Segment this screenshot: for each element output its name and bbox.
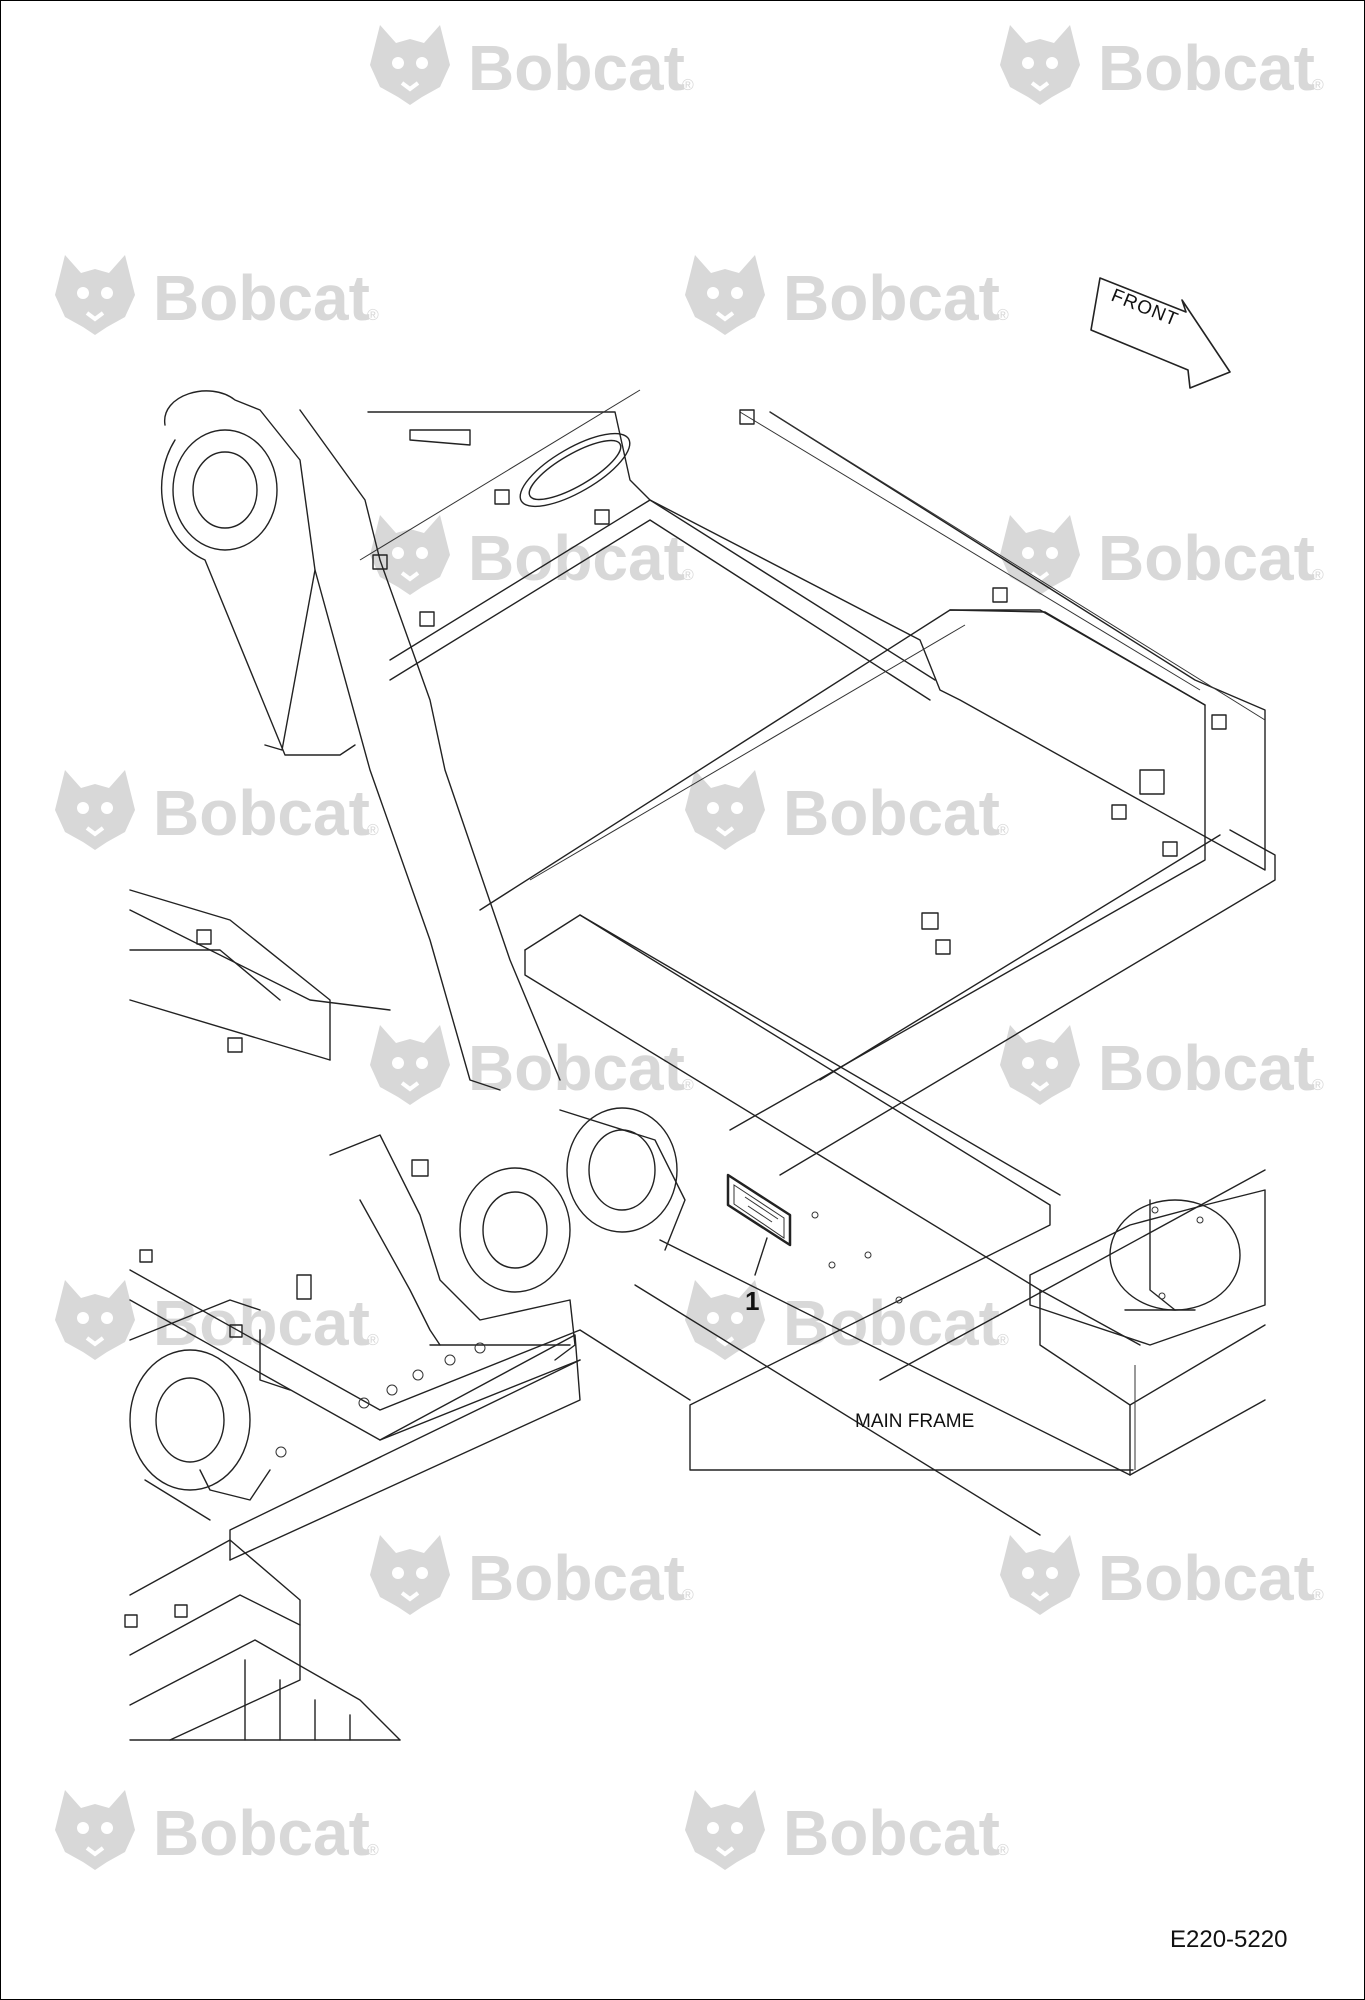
- main-frame-drawing: [124, 277, 1276, 1741]
- bobcat-watermark: Bobcat®: [683, 1788, 1009, 1872]
- watermark-brand: Bobcat: [153, 262, 370, 334]
- bobcat-head-icon: [53, 768, 137, 852]
- watermark-brand: Bobcat: [153, 1287, 370, 1359]
- watermark-brand: Bobcat: [153, 777, 370, 849]
- watermark-brand: Bobcat: [783, 1797, 1000, 1869]
- bobcat-head-icon: [53, 1278, 137, 1362]
- watermark-reg-mark: ®: [682, 77, 694, 94]
- watermark-reg-mark: ®: [367, 822, 379, 839]
- bobcat-head-icon: [368, 1023, 452, 1107]
- watermark-reg-mark: ®: [682, 1587, 694, 1604]
- watermark-brand: Bobcat: [1098, 1542, 1315, 1614]
- bobcat-watermark: Bobcat®: [998, 23, 1324, 107]
- bobcat-watermark: Bobcat®: [368, 1533, 694, 1617]
- watermark-brand: Bobcat: [468, 522, 685, 594]
- bobcat-watermark: Bobcat®: [683, 1278, 1009, 1362]
- watermark-reg-mark: ®: [367, 1332, 379, 1349]
- watermark-reg-mark: ®: [682, 1077, 694, 1094]
- watermark-reg-mark: ®: [367, 307, 379, 324]
- watermark-brand: Bobcat: [1098, 522, 1315, 594]
- bobcat-head-icon: [53, 253, 137, 337]
- callout-number: 1: [745, 1286, 759, 1316]
- bobcat-head-icon: [368, 23, 452, 107]
- watermark-reg-mark: ®: [997, 822, 1009, 839]
- bobcat-head-icon: [53, 1788, 137, 1872]
- bobcat-head-icon: [368, 1533, 452, 1617]
- watermark-brand: Bobcat: [783, 1287, 1000, 1359]
- bobcat-watermark: Bobcat®: [998, 1533, 1324, 1617]
- watermark-brand: Bobcat: [468, 1032, 685, 1104]
- bobcat-watermark: Bobcat®: [998, 513, 1324, 597]
- watermark-reg-mark: ®: [1312, 1587, 1324, 1604]
- component-label: MAIN FRAME: [855, 1411, 974, 1432]
- watermark-reg-mark: ®: [682, 567, 694, 584]
- bobcat-watermark: Bobcat®: [368, 513, 694, 597]
- bobcat-head-icon: [683, 253, 767, 337]
- figure-code: E220-5220: [1170, 1926, 1287, 1953]
- watermark-brand: Bobcat: [783, 262, 1000, 334]
- watermark-brand: Bobcat: [468, 1542, 685, 1614]
- watermark-brand: Bobcat: [1098, 1032, 1315, 1104]
- bobcat-watermark: Bobcat®: [53, 1278, 379, 1362]
- watermark-brand: Bobcat: [1098, 32, 1315, 104]
- bobcat-watermark: Bobcat®: [683, 768, 1009, 852]
- watermark-layer: Bobcat®Bobcat®Bobcat®Bobcat®Bobcat®Bobca…: [53, 23, 1324, 1872]
- bobcat-watermark: Bobcat®: [368, 1023, 694, 1107]
- bobcat-watermark: Bobcat®: [683, 253, 1009, 337]
- bobcat-head-icon: [683, 1788, 767, 1872]
- bobcat-watermark: Bobcat®: [53, 253, 379, 337]
- watermark-reg-mark: ®: [997, 307, 1009, 324]
- bobcat-watermark: Bobcat®: [53, 1788, 379, 1872]
- watermark-brand: Bobcat: [783, 777, 1000, 849]
- watermark-reg-mark: ®: [1312, 77, 1324, 94]
- bobcat-watermark: Bobcat®: [998, 1023, 1324, 1107]
- bobcat-watermark: Bobcat®: [368, 23, 694, 107]
- bobcat-head-icon: [998, 1533, 1082, 1617]
- watermark-reg-mark: ®: [367, 1842, 379, 1859]
- watermark-brand: Bobcat: [153, 1797, 370, 1869]
- watermark-reg-mark: ®: [997, 1332, 1009, 1349]
- watermark-reg-mark: ®: [997, 1842, 1009, 1859]
- bobcat-watermark: Bobcat®: [53, 768, 379, 852]
- bobcat-head-icon: [998, 23, 1082, 107]
- watermark-reg-mark: ®: [1312, 1077, 1324, 1094]
- watermark-brand: Bobcat: [468, 32, 685, 104]
- watermark-reg-mark: ®: [1312, 567, 1324, 584]
